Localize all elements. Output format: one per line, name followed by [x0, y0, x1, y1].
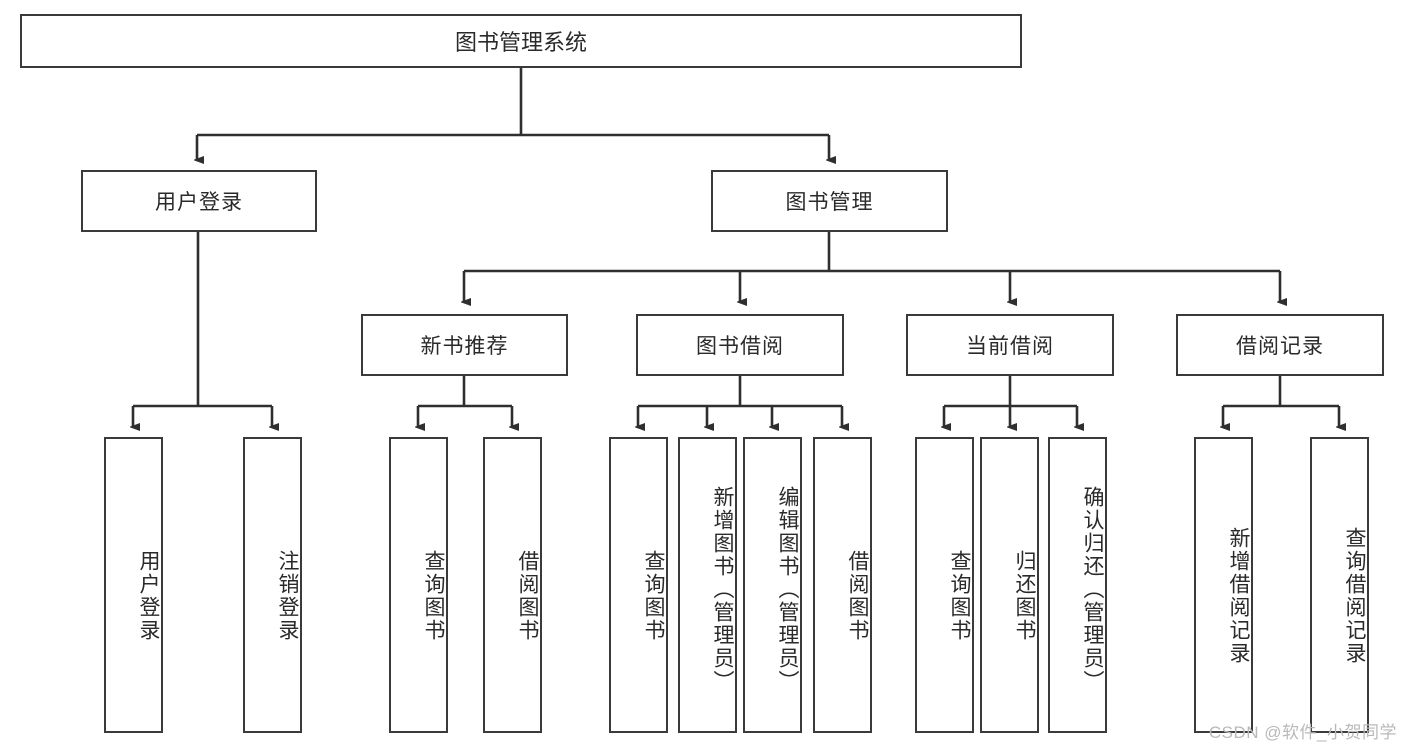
leaf-label: 用户登录 [137, 550, 160, 642]
leaf-recommend-query-book[interactable]: 查询图书 [389, 437, 448, 733]
leaf-current-return-book[interactable]: 归还图书 [980, 437, 1039, 733]
node-current-borrow-label: 当前借阅 [966, 335, 1054, 358]
node-root[interactable]: 图书管理系统 [20, 14, 1022, 68]
node-borrow-record[interactable]: 借阅记录 [1176, 314, 1384, 376]
leaf-label: 注销登录 [276, 550, 299, 642]
leaf-user-login-login[interactable]: 用户登录 [104, 437, 163, 733]
node-current-borrow[interactable]: 当前借阅 [906, 314, 1114, 376]
leaf-label: 归还图书 [1013, 550, 1036, 642]
leaf-borrow-borrow-book[interactable]: 借阅图书 [813, 437, 872, 733]
node-book-borrow[interactable]: 图书借阅 [636, 314, 844, 376]
leaf-label: 新增借阅记录 [1227, 527, 1250, 665]
leaf-user-login-logout[interactable]: 注销登录 [243, 437, 302, 733]
leaf-label: 确认归还（管理员） [1081, 485, 1104, 693]
leaf-label: 借阅图书 [516, 550, 539, 642]
node-new-book-recommend[interactable]: 新书推荐 [361, 314, 568, 376]
leaf-label: 查询借阅记录 [1343, 527, 1366, 665]
leaf-label: 查询图书 [948, 550, 971, 642]
node-book-borrow-label: 图书借阅 [696, 335, 784, 358]
leaf-current-query-book[interactable]: 查询图书 [915, 437, 974, 733]
leaf-label: 编辑图书（管理员） [776, 485, 799, 693]
node-borrow-record-label: 借阅记录 [1236, 335, 1324, 358]
leaf-recommend-borrow-book[interactable]: 借阅图书 [483, 437, 542, 733]
node-book-management[interactable]: 图书管理 [711, 170, 948, 232]
node-user-login[interactable]: 用户登录 [81, 170, 317, 232]
node-root-label: 图书管理系统 [454, 30, 587, 55]
leaf-borrow-add-book[interactable]: 新增图书（管理员） [678, 437, 737, 733]
leaf-current-confirm-return[interactable]: 确认归还（管理员） [1048, 437, 1107, 733]
leaf-record-add-record[interactable]: 新增借阅记录 [1194, 437, 1253, 733]
leaf-label: 查询图书 [642, 550, 665, 642]
node-new-book-recommend-label: 新书推荐 [420, 335, 509, 358]
leaf-label: 借阅图书 [846, 550, 869, 642]
leaf-borrow-query-book[interactable]: 查询图书 [609, 437, 668, 733]
leaf-label: 查询图书 [422, 550, 445, 642]
leaf-borrow-edit-book[interactable]: 编辑图书（管理员） [743, 437, 802, 733]
leaf-record-query-record[interactable]: 查询借阅记录 [1310, 437, 1369, 733]
watermark-text: CSDN @软件_小贺同学 [1208, 723, 1397, 742]
leaf-label: 新增图书（管理员） [711, 485, 734, 693]
node-user-login-label: 用户登录 [155, 191, 243, 214]
node-book-management-label: 图书管理 [785, 191, 874, 214]
